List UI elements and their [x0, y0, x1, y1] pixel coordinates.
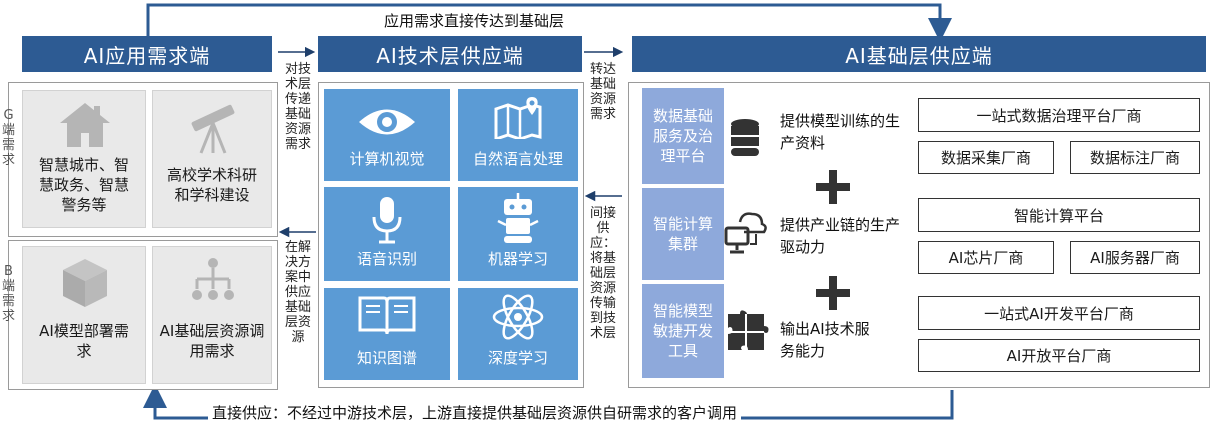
vendor-data-platform: 一站式数据治理平台厂商	[918, 98, 1200, 132]
tech-to-app-label: 在解决方案中供应基础层资源	[284, 240, 311, 345]
tech-to-base-label: 转达基础资源需求	[589, 62, 616, 122]
base-header: AI基础层供应端	[632, 36, 1206, 72]
top-flow-arrow	[146, 3, 952, 42]
vendor-open-platform: AI开放平台厂商	[918, 339, 1200, 372]
plus-icon	[816, 276, 850, 310]
base-to-tech-label: 间接供应：将基础层资源传输到技术层	[589, 206, 616, 341]
tech-card-dl: 深度学习	[458, 288, 578, 380]
tech-header: AI技术层供应端	[318, 36, 582, 72]
app-to-tech-label: 对技术层传递基础资源需求	[284, 62, 311, 152]
map-icon	[494, 97, 542, 139]
g-side-label: G端需求	[1, 108, 15, 168]
vendor-chip: AI芯片厂商	[918, 241, 1054, 274]
cube-icon	[63, 259, 107, 307]
tech-card-cv: 计算机视觉	[324, 89, 450, 181]
vendor-compute-platform: 智能计算平台	[918, 198, 1200, 232]
vendor-data-collect: 数据采集厂商	[918, 141, 1054, 174]
g-card-smart-city: 智慧城市、智慧政务、智慧警务等	[22, 90, 146, 228]
tech-card-ml: 机器学习	[458, 187, 578, 281]
eye-icon	[359, 109, 415, 135]
base-service-compute: 智能计算集群	[642, 188, 724, 280]
base-service-devtool: 智能模型敏捷开发工具	[642, 284, 724, 378]
tech-card-kg: 知识图谱	[324, 288, 450, 380]
book-icon	[358, 296, 416, 335]
b-side-label: B端需求	[1, 264, 15, 324]
top-flow-label: 应用需求直接传达到基础层	[384, 12, 565, 30]
b-card-model-deploy: AI模型部署需求	[22, 246, 146, 384]
telescope-icon	[191, 104, 235, 154]
atom-icon	[492, 294, 544, 340]
tech-card-speech: 语音识别	[324, 187, 450, 281]
capability-ai-service: 输出AI技术服务能力	[780, 320, 870, 360]
b-card-base-resource: AI基础层资源调用需求	[152, 246, 272, 384]
cloud-computer-icon	[724, 212, 767, 254]
bottom-flow-label: 直接供应：不经过中游技术层，上游直接提供基础层资源供自研需求的客户调用	[208, 402, 742, 423]
capability-driver: 提供产业链的生产驱动力	[780, 216, 901, 256]
robot-icon	[497, 193, 539, 243]
app-header: AI应用需求端	[22, 36, 272, 72]
house-icon	[60, 103, 110, 147]
microphone-icon	[372, 197, 402, 244]
puzzle-icon	[728, 310, 769, 350]
g-card-academic: 高校学术科研和学科建设	[152, 90, 272, 228]
vendor-dev-platform: 一站式AI开发平台厂商	[918, 296, 1200, 330]
vendor-data-label: 数据标注厂商	[1070, 141, 1200, 174]
hierarchy-icon	[192, 258, 234, 300]
database-icon	[731, 119, 759, 156]
base-service-data: 数据基础服务及治理平台	[642, 88, 724, 184]
plus-icon	[816, 170, 850, 204]
tech-card-nlp: 自然语言处理	[458, 89, 578, 181]
capability-training-data: 提供模型训练的生产资料	[780, 112, 901, 152]
vendor-server: AI服务器厂商	[1070, 241, 1200, 274]
